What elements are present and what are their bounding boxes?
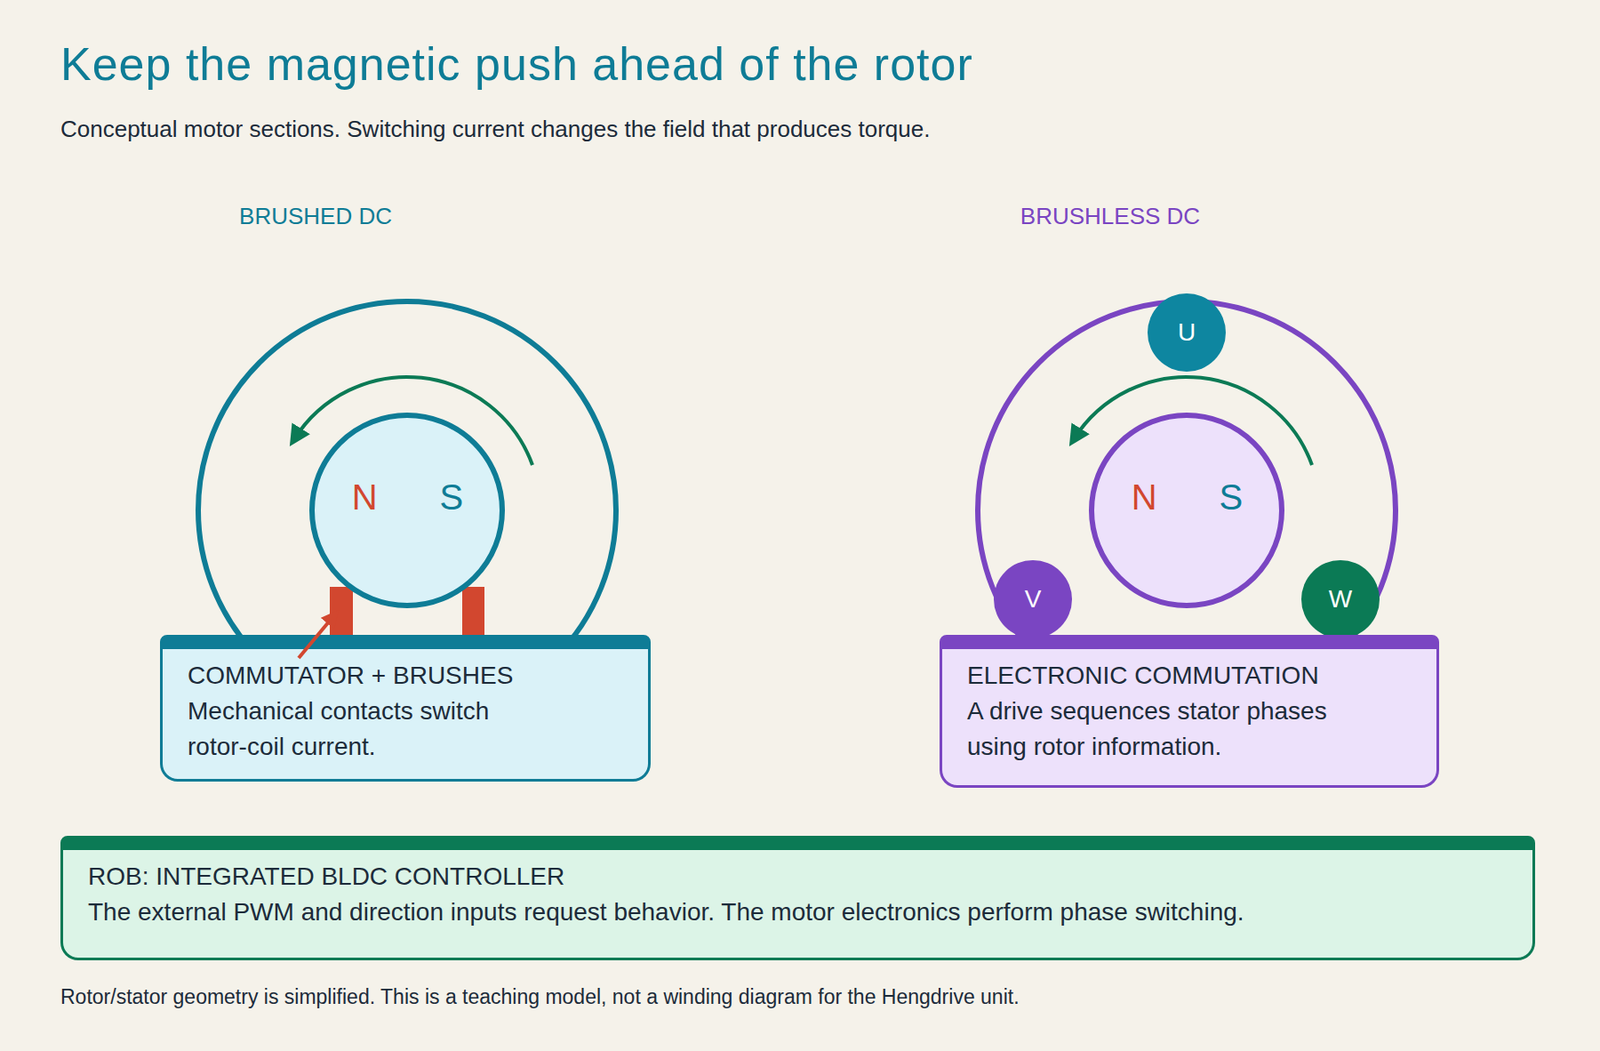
info-panel: COMMUTATOR + BRUSHESMechanical contacts … (160, 634, 651, 782)
phase-coil: U (1147, 293, 1226, 372)
panel-body: A drive sequences stator phases using ro… (967, 693, 1341, 765)
footnote: Rotor/stator geometry is simplified. Thi… (60, 984, 1020, 1009)
pole-label: N (1131, 477, 1158, 518)
controller-panel: ROB: INTEGRATED BLDC CONTROLLERThe exter… (60, 835, 1536, 960)
phase-coil: V (993, 560, 1072, 639)
brush (329, 586, 353, 637)
panel-heading: ELECTRONIC COMMUTATION (967, 659, 1417, 692)
phase-label: W (1328, 584, 1352, 614)
subtitle: Conceptual motor sections. Switching cur… (60, 115, 930, 144)
pole-label: S (440, 477, 464, 518)
brush (462, 586, 485, 637)
phase-coil: W (1301, 560, 1380, 639)
phase-label: V (1024, 584, 1042, 614)
rotor-circle: NS (1088, 412, 1285, 608)
pole-label: N (352, 477, 378, 518)
leader-line (298, 615, 335, 658)
rotor-circle: NS (309, 412, 505, 608)
panel-body: Mechanical contacts switch rotor-coil cu… (187, 693, 508, 765)
section-label: BRUSHED DC (239, 202, 392, 231)
diagram-title: Keep the magnetic push ahead of the roto… (60, 37, 974, 91)
pole-label: S (1219, 477, 1244, 518)
panel-body: The external PWM and direction inputs re… (88, 894, 1513, 930)
panel-heading: COMMUTATOR + BRUSHES (187, 659, 629, 692)
info-panel: ELECTRONIC COMMUTATIONA drive sequences … (939, 634, 1440, 788)
section-label: BRUSHLESS DC (1020, 202, 1200, 231)
panel-heading: ROB: INTEGRATED BLDC CONTROLLER (88, 860, 1513, 893)
phase-label: U (1177, 318, 1196, 347)
